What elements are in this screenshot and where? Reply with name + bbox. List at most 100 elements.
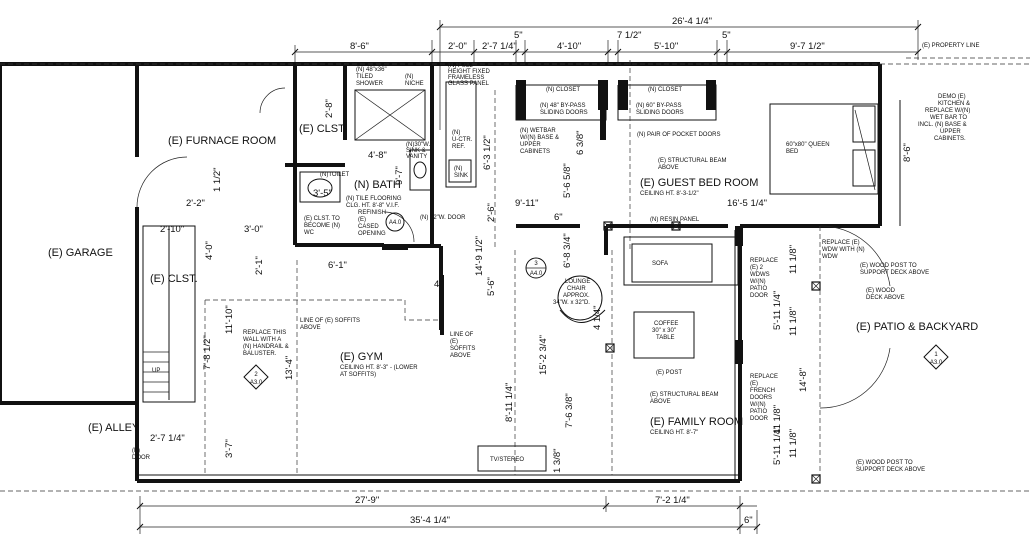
note-up: UP bbox=[152, 368, 160, 374]
dim-2-7-14: 2'-7 1/4" bbox=[482, 41, 517, 52]
note-pocket-doors: (N) PAIR OF POCKET DOORS bbox=[637, 132, 720, 138]
tag-sheet: A4.0 bbox=[389, 220, 402, 226]
note-closet-1: (N) CLOSET bbox=[546, 87, 580, 93]
dim-11-10: 11'-10" bbox=[224, 305, 235, 334]
room-labels: (E) FURNACE ROOM (E) CLST. (N) BATH (E) … bbox=[48, 123, 978, 436]
room-gym: (E) GYM bbox=[340, 351, 383, 363]
room-alley: (E) ALLEY bbox=[88, 422, 140, 434]
dim-13-4: 13'-4" bbox=[284, 356, 295, 380]
section-tag-a3: 3 A4.0 bbox=[525, 257, 547, 279]
dim-5-11-14-b: 5'-11 1/4" bbox=[772, 426, 783, 465]
top-dimension-lines bbox=[291, 20, 922, 130]
note-resin: (N) RESIN PANEL bbox=[650, 217, 700, 223]
dim-4-0: 4'-0" bbox=[204, 241, 215, 260]
dim-2-0: 2'-0" bbox=[448, 41, 467, 52]
note-toilet: (N)TOILET bbox=[320, 172, 350, 178]
dim-2-2: 2'-2" bbox=[186, 198, 205, 209]
guest-ceiling: CEILING HT. 8'-3-1/2" bbox=[640, 191, 699, 197]
dim-2-8: 2'-8" bbox=[324, 99, 335, 118]
dim-5-11-14-a: 5'-11 1/4" bbox=[772, 291, 783, 330]
dim-6: 6" bbox=[554, 212, 563, 223]
room-furnace: (E) FURNACE ROOM bbox=[168, 135, 276, 147]
note-sofa: SOFA bbox=[652, 261, 668, 267]
walls bbox=[0, 57, 1030, 492]
room-family: (E) FAMILY ROOM bbox=[650, 416, 743, 428]
dim-8-6-side: 8'-6" bbox=[902, 143, 913, 162]
note-demo: DEMO (E)KITCHEN &REPLACE W/(N)WET BAR TO… bbox=[918, 94, 970, 142]
dim-27-9: 27'-9" bbox=[355, 495, 379, 506]
dim-1-12: 1 1/2" bbox=[212, 167, 223, 192]
dim-8-11-14: 8'-11 1/4" bbox=[504, 383, 515, 422]
dim-6-38: 6 3/8" bbox=[575, 130, 586, 155]
dim-7-6-38: 7'-6 3/8" bbox=[564, 393, 575, 428]
note-post: (E) POST bbox=[656, 370, 682, 376]
dim-1-38: 1 3/8" bbox=[552, 448, 563, 473]
note-property-line: (E) PROPERTY LINE bbox=[922, 43, 979, 49]
dim-7-2-14: 7'-2 1/4" bbox=[655, 495, 690, 506]
room-clst-left: (E) CLST. bbox=[150, 273, 198, 285]
dim-2-10: 2'-10" bbox=[160, 224, 184, 235]
dim-5-a: 5" bbox=[514, 30, 523, 41]
dim-2-1: 2'-1" bbox=[254, 256, 265, 275]
dim-3-0: 3'-0" bbox=[244, 224, 263, 235]
tag-number: 1 bbox=[934, 352, 938, 358]
dim-11-18-c: 11 1/8" bbox=[772, 405, 783, 434]
dim-top-overall: 26'-4 1/4" bbox=[672, 16, 712, 27]
room-garage: (E) GARAGE bbox=[48, 247, 113, 259]
tag-sheet: A4.0 bbox=[530, 271, 543, 277]
family-ceiling: CEILING HT. 8'-7" bbox=[650, 430, 698, 436]
dim-11-18-d: 11 1/8" bbox=[788, 429, 799, 458]
bottom-dimension-lines bbox=[136, 496, 761, 534]
note-niche: (N)NICHE bbox=[405, 74, 424, 87]
dim-6-1: 6'-1" bbox=[328, 260, 347, 271]
dim-4-8: 4'-8" bbox=[368, 150, 387, 161]
dim-15-2-34: 15'-2 3/4" bbox=[538, 335, 549, 375]
room-guest: (E) GUEST BED ROOM bbox=[640, 177, 758, 189]
dim-8-6: 8'-6" bbox=[350, 41, 369, 52]
elevation-tag-patio: 1 A3.0 bbox=[923, 344, 949, 370]
section-tag-a2: A4.0 bbox=[385, 212, 405, 232]
elevation-tag-gym: 2 A3.0 bbox=[243, 364, 269, 390]
dim-6-3-12: 6'-3 1/2" bbox=[482, 135, 493, 170]
dim-9-11: 9'-11" bbox=[515, 198, 539, 209]
dim-16-5-14: 16'-5 1/4" bbox=[727, 198, 767, 209]
dim-14-8: 14'-8" bbox=[798, 368, 809, 392]
room-patio: (E) PATIO & BACKYARD bbox=[856, 321, 978, 333]
dimension-labels: 26'-4 1/4" 8'-6" 2'-0" 2'-7 1/4" 5" 4'-1… bbox=[150, 16, 913, 526]
dim-3-5: 3'-5" bbox=[313, 188, 332, 199]
dim-14-9-12: 14'-9 1/2" bbox=[474, 236, 485, 276]
dim-7-8-12: 7'-8 1/2" bbox=[202, 335, 213, 370]
gym-ceiling: CEILING HT. 8'-3" - (LOWER bbox=[340, 365, 418, 371]
dim-4: 4" bbox=[434, 279, 443, 290]
note-door-32: (N) 32"W. DOOR bbox=[420, 215, 466, 221]
dim-5-6-58: 5'-6 5/8" bbox=[562, 163, 573, 198]
tag-number: 3 bbox=[534, 261, 538, 267]
gym-ceiling-2: AT SOFFITS) bbox=[340, 372, 376, 378]
room-bath: (N) BATH bbox=[354, 179, 401, 191]
dim-3-7: 3'-7" bbox=[224, 439, 235, 458]
note-edoor: (E)DOOR bbox=[132, 448, 151, 461]
note-closet-2: (N) CLOSET bbox=[648, 87, 682, 93]
tag-sheet: A3.0 bbox=[250, 380, 263, 386]
dim-2-6: 2'-6" bbox=[486, 203, 497, 222]
dim-6-8-34: 6'-8 3/4" bbox=[562, 233, 573, 268]
dim-9-7: 9'-7" bbox=[394, 166, 405, 185]
fixtures bbox=[136, 81, 901, 484]
